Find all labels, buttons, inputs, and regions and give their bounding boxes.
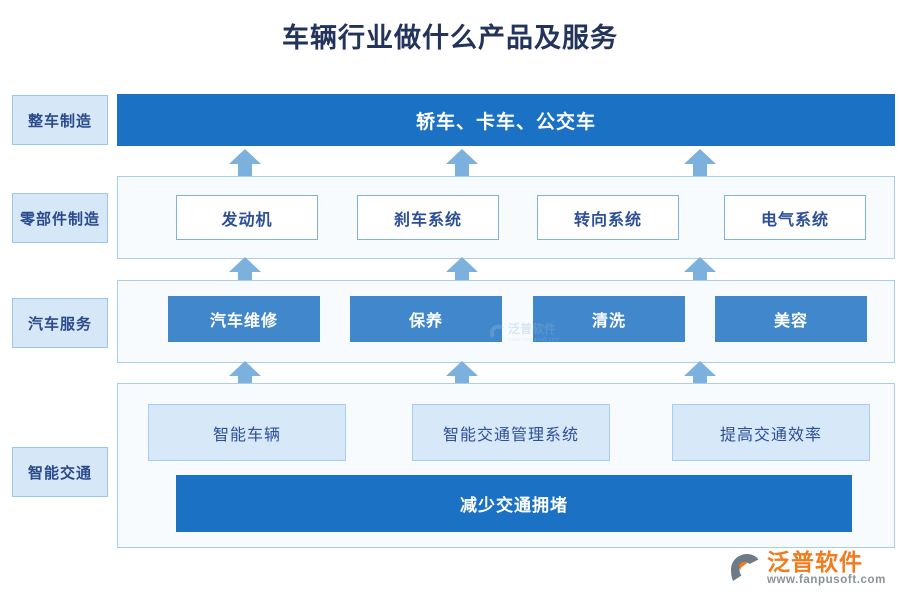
node-maintenance[interactable]: 保养 [350, 296, 502, 342]
box-label: 智能车辆 [212, 426, 281, 444]
sidebar-item-smart-transport[interactable]: 智能交通 [12, 447, 108, 497]
sidebar-item-vehicle-manufacturing[interactable]: 整车制造 [12, 95, 108, 145]
node-electrical-system[interactable]: 电气系统 [724, 195, 866, 240]
side-label-text: 零部件制造 [19, 211, 100, 228]
node-improve-traffic-efficiency[interactable]: 提高交通效率 [672, 404, 870, 461]
box-label: 保养 [408, 313, 443, 330]
sidebar-item-parts-manufacturing[interactable]: 零部件制造 [12, 193, 108, 243]
arrow-up-icon [445, 148, 479, 180]
box-label: 刹车系统 [393, 211, 462, 229]
brand-logo: 泛普软件 www.fanpusoft.com [727, 550, 886, 586]
box-label: 清洗 [591, 313, 626, 330]
box-label: 美容 [773, 313, 808, 330]
node-engine[interactable]: 发动机 [176, 195, 318, 240]
box-label: 提高交通效率 [719, 426, 822, 444]
node-steering-system[interactable]: 转向系统 [537, 195, 679, 240]
arrow-up-icon [445, 360, 479, 392]
box-label: 发动机 [221, 211, 273, 229]
fanpu-swoosh-icon [730, 553, 759, 581]
row-vehicle-manufacturing-bar[interactable]: 轿车、卡车、公交车 [117, 94, 895, 146]
box-label: 智能交通管理系统 [442, 426, 579, 444]
box-label: 轿车、卡车、公交车 [415, 111, 596, 133]
sidebar-item-auto-service[interactable]: 汽车服务 [12, 298, 108, 348]
arrow-up-icon [228, 360, 262, 392]
arrow-up-icon [228, 148, 262, 180]
arrow-up-icon [228, 256, 262, 288]
node-auto-repair[interactable]: 汽车维修 [168, 296, 320, 342]
arrow-up-icon [683, 148, 717, 180]
arrow-up-icon [683, 360, 717, 392]
page-title: 车辆行业做什么产品及服务 [282, 23, 618, 53]
node-beauty[interactable]: 美容 [715, 296, 867, 342]
box-label: 减少交通拥堵 [460, 496, 568, 515]
node-smart-traffic-management-system[interactable]: 智能交通管理系统 [412, 404, 610, 461]
node-cleaning[interactable]: 清洗 [533, 296, 685, 342]
arrow-up-icon [445, 256, 479, 288]
arrow-up-icon [683, 256, 717, 288]
side-label-text: 汽车服务 [27, 316, 92, 333]
box-label: 电气系统 [760, 211, 829, 229]
brand-url: www.fanpusoft.com [766, 573, 886, 586]
box-label: 汽车维修 [209, 313, 278, 330]
side-label-text: 智能交通 [27, 465, 92, 482]
box-label: 转向系统 [573, 211, 642, 229]
node-reduce-traffic-congestion[interactable]: 减少交通拥堵 [176, 475, 852, 532]
node-smart-vehicle[interactable]: 智能车辆 [148, 404, 346, 461]
brand-name: 泛普软件 [766, 548, 863, 575]
side-label-text: 整车制造 [27, 113, 92, 130]
node-brake-system[interactable]: 刹车系统 [357, 195, 499, 240]
